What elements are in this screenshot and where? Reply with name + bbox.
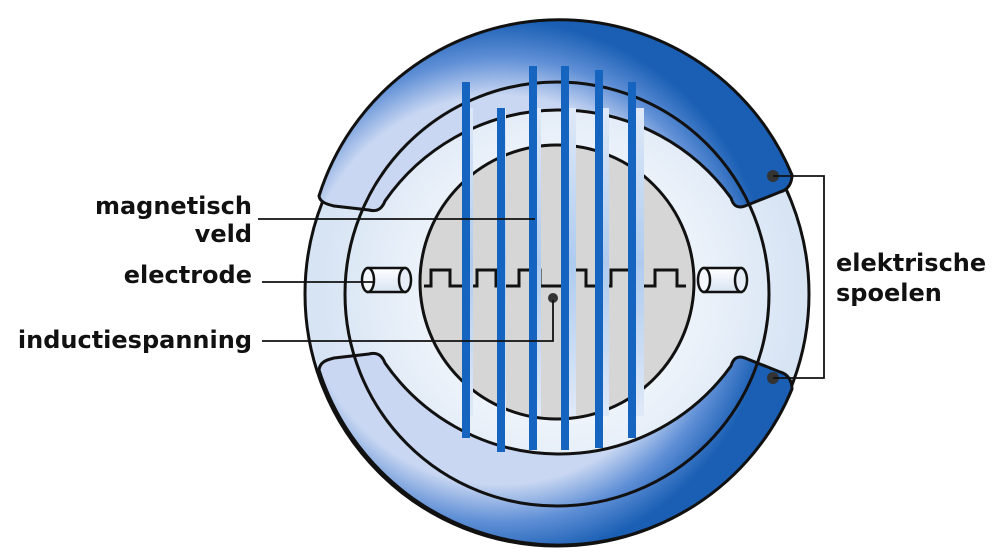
pipe	[418, 143, 696, 421]
leader-induction	[262, 300, 554, 342]
label-electrode: electrode	[123, 261, 252, 289]
leader-coils	[773, 175, 825, 379]
label-magnetic-field-line2: veld	[194, 220, 252, 248]
electrode-right	[696, 266, 749, 294]
electrode-left	[360, 266, 413, 294]
label-coils-line1: elektrische	[836, 249, 987, 277]
label-coils-line2: spoelen	[836, 279, 942, 307]
magnetic-field-bars	[462, 66, 644, 452]
coil-top	[317, 18, 794, 213]
label-induction-voltage: inductiespanning	[17, 326, 252, 354]
label-magnetic-field-line1: magnetisch	[94, 192, 252, 220]
housing-inner-ring	[343, 80, 771, 508]
coil-bottom	[317, 351, 794, 547]
induction-point	[548, 293, 558, 303]
induction-wave	[424, 268, 686, 288]
